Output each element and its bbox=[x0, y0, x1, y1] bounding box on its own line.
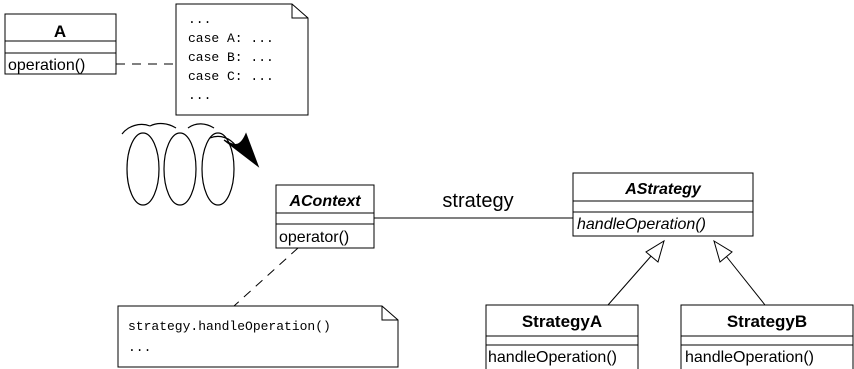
inheritance-arrow-b bbox=[713, 239, 766, 306]
refactor-spiral-arrow bbox=[121, 122, 260, 206]
acontext-name: AContext bbox=[288, 193, 361, 210]
class-astrategy: AStrategy handleOperation() bbox=[572, 172, 754, 237]
delegate-note-line: strategy.handleOperation() bbox=[128, 319, 331, 334]
class-acontext: AContext operator() bbox=[275, 184, 375, 249]
delegate-note-link-dashed bbox=[233, 247, 299, 307]
switch-note-line: case C: ... bbox=[188, 69, 274, 84]
association-label: strategy bbox=[442, 190, 513, 212]
switch-note-line: ... bbox=[188, 12, 211, 27]
class-a-name: A bbox=[54, 22, 66, 41]
strategya-name: StrategyA bbox=[522, 312, 602, 331]
switch-note-line: ... bbox=[188, 88, 211, 103]
astrategy-operation: handleOperation() bbox=[577, 216, 706, 233]
strategya-operation: handleOperation() bbox=[488, 349, 617, 366]
acontext-operation: operator() bbox=[279, 229, 349, 246]
inheritance-arrow-a bbox=[607, 239, 665, 306]
switch-note: ... case A: ... case B: ... case C: ... … bbox=[175, 3, 309, 116]
strategyb-name: StrategyB bbox=[727, 312, 807, 331]
delegate-note-line: ... bbox=[128, 340, 151, 355]
class-a: A operation() bbox=[4, 13, 117, 75]
switch-note-line: case A: ... bbox=[188, 31, 274, 46]
astrategy-name: AStrategy bbox=[624, 181, 702, 198]
class-strategya: StrategyA handleOperation() bbox=[485, 304, 639, 369]
delegate-note: strategy.handleOperation() ... bbox=[117, 305, 399, 368]
class-a-operation: operation() bbox=[8, 57, 85, 74]
class-strategyb: StrategyB handleOperation() bbox=[680, 304, 854, 369]
switch-note-line: case B: ... bbox=[188, 50, 274, 65]
strategyb-operation: handleOperation() bbox=[685, 349, 814, 366]
